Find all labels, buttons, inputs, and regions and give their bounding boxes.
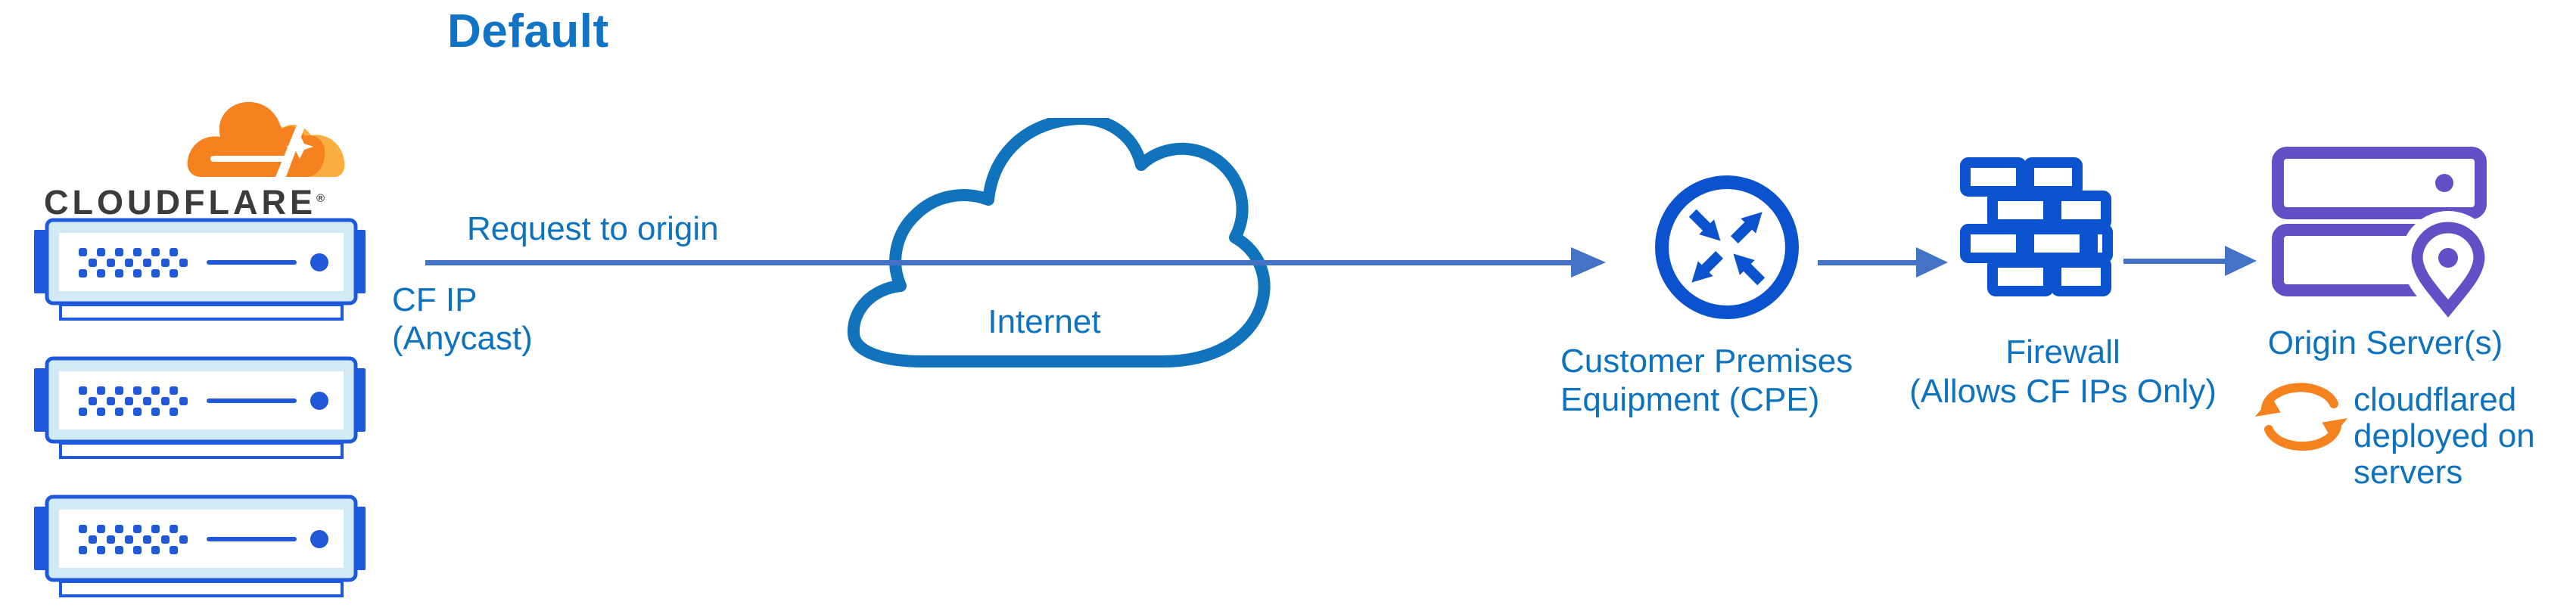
request-to-origin-label: Request to origin xyxy=(467,210,719,247)
origin-label: Origin Server(s) xyxy=(2267,324,2503,361)
cpe-label: Customer Premises Equipment (CPE) xyxy=(1560,343,1853,418)
flow-arrow xyxy=(2225,246,2257,276)
sync-arrows-icon xyxy=(2255,383,2347,451)
server-rack-icon xyxy=(34,356,366,459)
server-rack-icon xyxy=(34,495,366,597)
cloudflared-note: cloudflared deployed on servers xyxy=(2354,381,2535,491)
flow-arrow xyxy=(425,260,1573,265)
flow-arrow xyxy=(1818,260,1919,265)
diagram-title: Default xyxy=(447,5,609,57)
flow-arrow xyxy=(2123,259,2228,264)
server-rack-icon xyxy=(34,218,366,321)
cf-ip-label: CF IP (Anycast) xyxy=(392,281,533,357)
firewall-brick-icon xyxy=(1960,157,2113,296)
internet-label: Internet xyxy=(988,303,1101,340)
location-pin-icon xyxy=(2400,211,2494,323)
cloudflare-wordmark: CLOUDFLARE® xyxy=(44,183,325,222)
router-icon xyxy=(1655,175,1799,319)
flow-arrow xyxy=(1571,247,1606,278)
flow-arrow xyxy=(1916,247,1948,278)
origin-servers-icon xyxy=(2272,147,2494,323)
firewall-label: Firewall (Allows CF IPs Only) xyxy=(1909,333,2217,410)
registered-mark: ® xyxy=(316,192,325,205)
cloudflare-logo-cloud-icon xyxy=(187,101,345,177)
